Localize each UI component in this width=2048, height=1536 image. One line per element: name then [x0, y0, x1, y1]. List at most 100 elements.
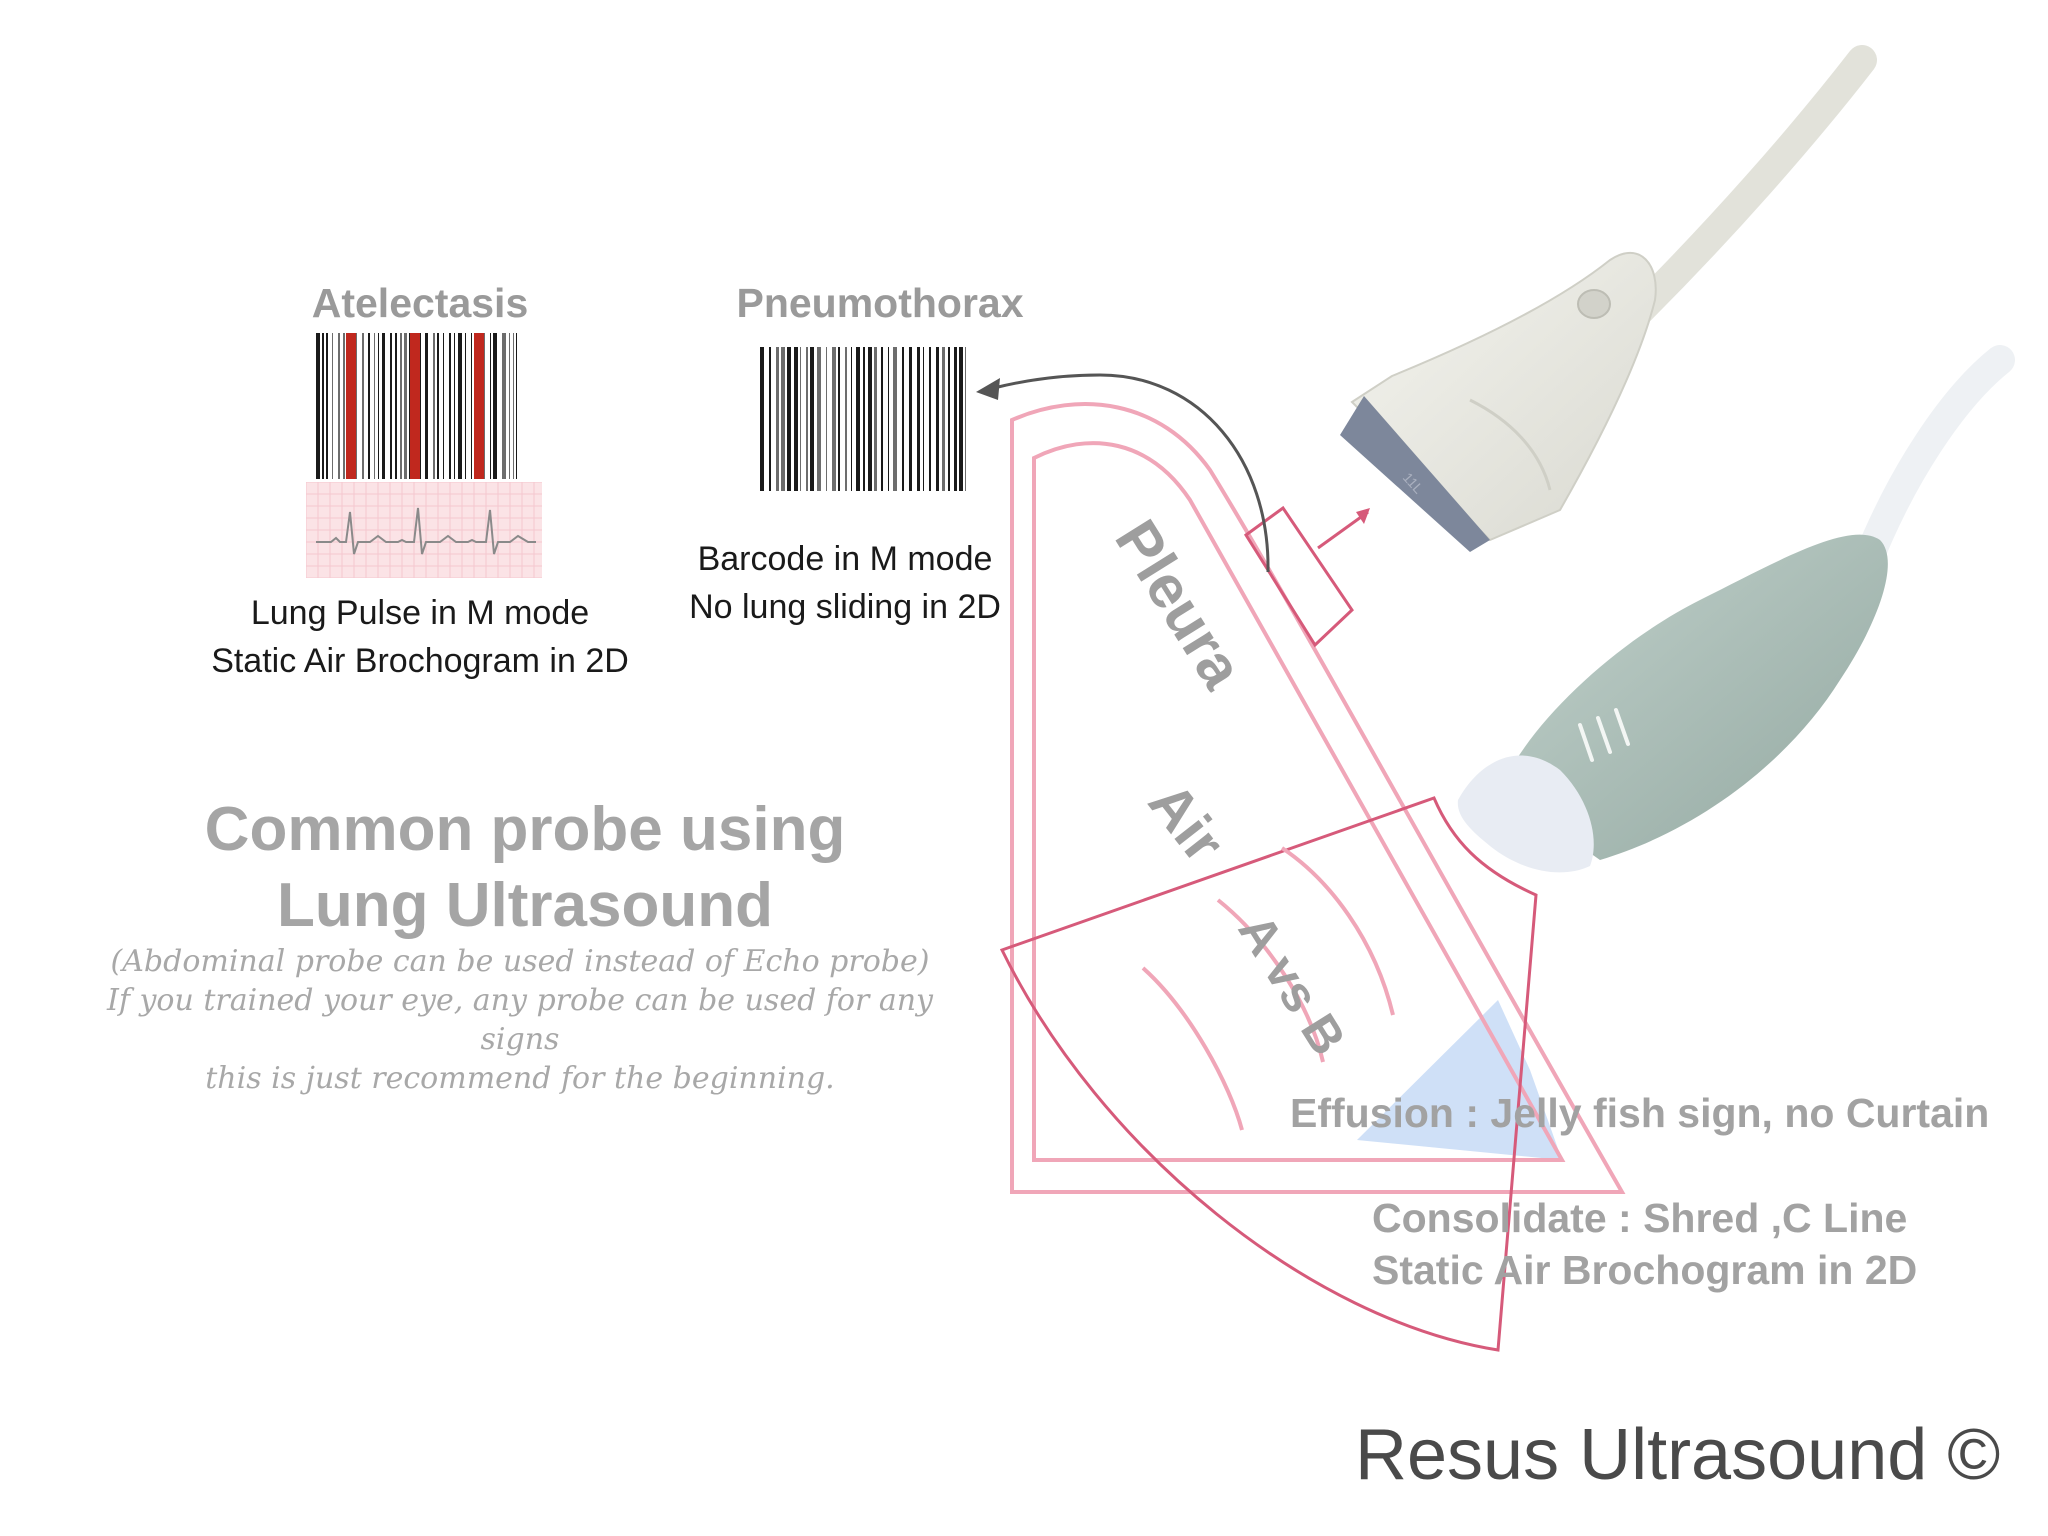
- barcode-stripe: [316, 333, 320, 479]
- barcode-stripe: [454, 333, 455, 479]
- barcode-stripe: [449, 333, 451, 479]
- barcode-stripe: [838, 347, 840, 491]
- barcode-stripe: [881, 347, 883, 491]
- barcode-stripe: [516, 333, 517, 479]
- effusion-label: Effusion : Jelly fish sign, no Curtain: [1290, 1090, 1990, 1136]
- barcode-stripe: [513, 333, 514, 479]
- barcode-stripe: [458, 333, 462, 479]
- barcode-stripe: [343, 333, 345, 479]
- barcode-stripe: [493, 333, 497, 479]
- curvilinear-probe-head: [1457, 755, 1594, 873]
- lung-pulse-bar: [410, 333, 420, 479]
- linear-probe-head: [1340, 396, 1490, 552]
- barcode-stripe: [465, 333, 466, 479]
- barcode-stripe: [806, 347, 808, 491]
- barcode-stripe: [845, 347, 847, 491]
- probe-note: (Abdominal probe can be used instead of …: [90, 942, 950, 1098]
- probe-note-line: this is just recommend for the beginning…: [205, 1061, 835, 1096]
- effusion-area: [1357, 1000, 1562, 1160]
- atelectasis-caption-line: Static Air Brochogram in 2D: [211, 641, 629, 680]
- barcode-stripe: [917, 347, 920, 491]
- barcode-stripe: [425, 333, 428, 479]
- pneumothorax-barcode: [760, 347, 966, 491]
- barcode-stripe: [338, 333, 340, 479]
- consolidate-label-line: Static Air Brochogram in 2D: [1372, 1247, 1918, 1294]
- pleura-zoom-box: [1243, 505, 1354, 648]
- a-line-arc: [1141, 966, 1244, 1131]
- barcode-stripe: [404, 333, 407, 479]
- pneumothorax-arrow: [993, 373, 1270, 573]
- barcode-stripe: [794, 347, 798, 491]
- barcode-stripe: [909, 347, 912, 491]
- lung-outline-inner: [1032, 441, 1566, 1162]
- probe-note-line: If you trained your eye, any probe can b…: [106, 983, 934, 1057]
- main-title: Common probe using Lung Ultrasound: [100, 792, 950, 945]
- barcode-stripe: [954, 347, 957, 491]
- barcode-stripe: [826, 347, 827, 491]
- phased-array-sector: [999, 796, 1538, 1352]
- barcode-stripe: [437, 333, 439, 479]
- barcode-stripe: [374, 333, 375, 479]
- barcode-stripe: [936, 347, 939, 491]
- barcode-stripe: [362, 333, 364, 479]
- barcode-stripe: [490, 333, 491, 479]
- barcode-stripe: [856, 347, 860, 491]
- barcode-stripe: [929, 347, 931, 491]
- brand-watermark: Resus Ultrasound ©: [1355, 1415, 2001, 1495]
- probe-pointer-line: [1317, 510, 1369, 550]
- main-title-line: Common probe using: [204, 795, 846, 864]
- linear-probe-body: [1350, 251, 1657, 542]
- pneumothorax-caption: Barcode in M mode No lung sliding in 2D: [660, 536, 1030, 631]
- barcode-stripe: [942, 347, 945, 491]
- pneumothorax-title: Pneumothorax: [736, 280, 1024, 326]
- pneumothorax-arrowhead: [976, 378, 1000, 400]
- curvilinear-probe-cable: [1853, 345, 2015, 575]
- barcode-stripe: [948, 347, 950, 491]
- barcode-stripe: [902, 347, 904, 491]
- probe-pointer-arrowhead: [1356, 508, 1370, 524]
- barcode-stripe: [776, 347, 779, 491]
- barcode-stripe: [851, 347, 852, 491]
- barcode-stripe: [395, 333, 397, 479]
- barcode-stripe: [781, 347, 785, 491]
- pneumothorax-caption-line: No lung sliding in 2D: [689, 587, 1001, 626]
- barcode-stripe: [817, 347, 821, 491]
- ecg-strip: [306, 482, 542, 578]
- lung-pulse-bar: [474, 333, 484, 479]
- barcode-stripe: [868, 347, 872, 491]
- probe-note-line: (Abdominal probe can be used instead of …: [110, 944, 930, 979]
- barcode-stripe: [769, 347, 771, 491]
- barcode-stripe: [400, 333, 402, 479]
- barcode-stripe: [368, 333, 370, 479]
- main-title-line: Lung Ultrasound: [277, 871, 773, 941]
- a-line-arc: [1216, 898, 1325, 1063]
- barcode-stripe: [893, 347, 897, 491]
- barcode-stripe: [965, 347, 966, 491]
- barcode-stripe: [509, 333, 510, 479]
- curvilinear-probe-body: [1500, 534, 1888, 860]
- barcode-stripe: [433, 333, 435, 479]
- probes-illustration: 11L: [1340, 45, 2015, 873]
- barcode-stripe: [322, 333, 324, 479]
- barcode-stripe: [888, 347, 889, 491]
- barcode-stripe: [874, 347, 877, 491]
- consolidate-label-line: Consolidate : Shred ,C Line: [1372, 1195, 1908, 1241]
- lung-pulse-bar: [346, 333, 356, 479]
- barcode-stripe: [787, 347, 791, 491]
- atelectasis-barcode: [316, 333, 517, 479]
- barcode-stripe: [326, 333, 328, 479]
- barcode-stripe: [378, 333, 379, 479]
- consolidate-label: Consolidate : Shred ,C Line Static Air B…: [1372, 1192, 1917, 1297]
- barcode-stripe: [800, 347, 801, 491]
- barcode-stripe: [959, 347, 963, 491]
- barcode-stripe: [832, 347, 836, 491]
- atelectasis-caption: Lung Pulse in M mode Static Air Brochogr…: [150, 590, 690, 685]
- barcode-stripe: [760, 347, 764, 491]
- barcode-stripe: [390, 333, 392, 479]
- a-line-arc: [1280, 846, 1395, 1016]
- linear-probe-cable: [1625, 45, 1877, 325]
- barcode-stripe: [923, 347, 924, 491]
- atelectasis-caption-line: Lung Pulse in M mode: [250, 594, 590, 632]
- barcode-stripe: [382, 333, 385, 479]
